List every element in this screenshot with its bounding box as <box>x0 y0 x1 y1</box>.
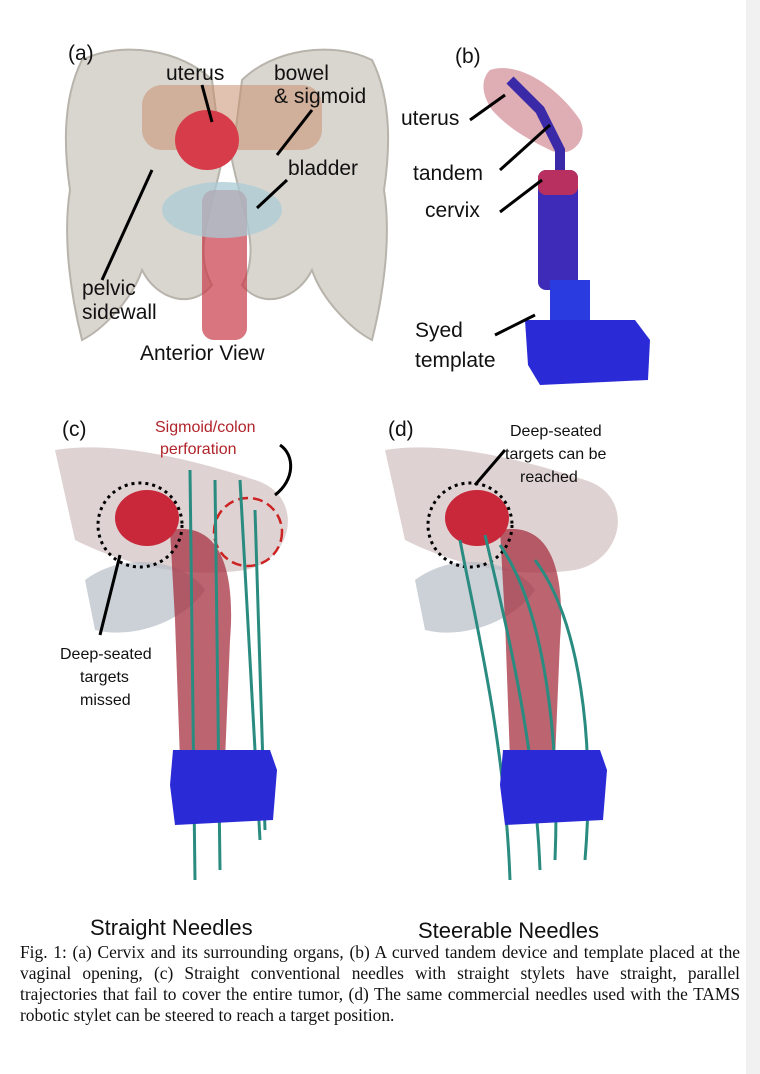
arrow-bowel <box>275 109 314 156</box>
bladder-shape <box>162 182 282 238</box>
label-c-perforation-2: perforation <box>160 441 237 458</box>
page-edge <box>746 0 760 1074</box>
tandem-shape <box>506 76 565 180</box>
perforation-ring <box>212 496 284 568</box>
panel-d-title: Steerable Needles <box>418 918 600 943</box>
figure-caption: Fig. 1: (a) Cervix and its surrounding o… <box>20 942 740 1025</box>
vagina-d-shape <box>500 528 562 760</box>
arrow-reached <box>473 449 507 486</box>
uterus-b-shape <box>483 68 583 153</box>
label-a-sigmoid: & sigmoid <box>274 85 367 108</box>
label-a-bowel: bowel <box>274 62 329 85</box>
panel-b-tag: (b) <box>455 45 481 68</box>
syed-template-shape <box>525 320 650 385</box>
label-b-syed: Syed <box>415 319 463 342</box>
panel-c-figure <box>55 440 345 910</box>
label-d-reached-3: reached <box>520 469 578 486</box>
panel-c-title: Straight Needles <box>90 915 253 940</box>
label-d-reached-1: Deep-seated <box>510 423 602 440</box>
arrow-bladder <box>255 178 289 210</box>
panel-a-figure <box>62 40 392 380</box>
arrow-uterus <box>200 84 214 123</box>
cervix-top <box>538 170 578 195</box>
reached-ring <box>426 481 514 569</box>
label-b-tandem: tandem <box>413 162 484 185</box>
panel-d-tag: (d) <box>388 418 414 441</box>
arrow-perforation <box>274 443 293 497</box>
label-a-sidewall: sidewall <box>82 301 157 324</box>
panel-a-tag: (a) <box>68 42 94 65</box>
label-c-missed-2: targets <box>80 669 129 686</box>
label-c-missed-3: missed <box>80 692 131 709</box>
label-a-bladder: bladder <box>288 157 359 180</box>
arrow-b-cervix <box>499 178 543 214</box>
label-d-reached-2: targets can be <box>505 446 607 463</box>
uterus-shape <box>175 110 239 170</box>
panel-b-figure <box>410 40 670 400</box>
missed-ring <box>96 481 184 569</box>
panel-d-figure <box>385 440 675 910</box>
arrow-sidewall <box>100 169 154 281</box>
label-a-pelvic: pelvic <box>82 277 136 300</box>
label-c-missed-1: Deep-seated <box>60 646 152 663</box>
label-b-template: template <box>415 349 496 372</box>
target-c-tumor <box>115 490 179 546</box>
cervix-shape <box>538 170 578 290</box>
arrow-b-uterus <box>469 93 506 122</box>
label-b-cervix: cervix <box>425 199 480 222</box>
label-b-uterus: uterus <box>401 107 460 130</box>
template-c-shape <box>170 750 277 825</box>
label-a-uterus: uterus <box>166 62 225 85</box>
arrow-b-syed <box>494 313 536 337</box>
template-d-shape <box>500 750 607 825</box>
panel-c-tag: (c) <box>62 418 87 441</box>
arrow-b-tandem <box>498 123 552 172</box>
label-c-perforation-1: Sigmoid/colon <box>155 419 256 436</box>
label-a-view: Anterior View <box>140 342 265 365</box>
arrow-missed <box>98 554 122 636</box>
needle-d-1 <box>458 539 512 881</box>
target-d-tumor <box>445 490 509 546</box>
vagina-c-shape <box>170 528 232 760</box>
